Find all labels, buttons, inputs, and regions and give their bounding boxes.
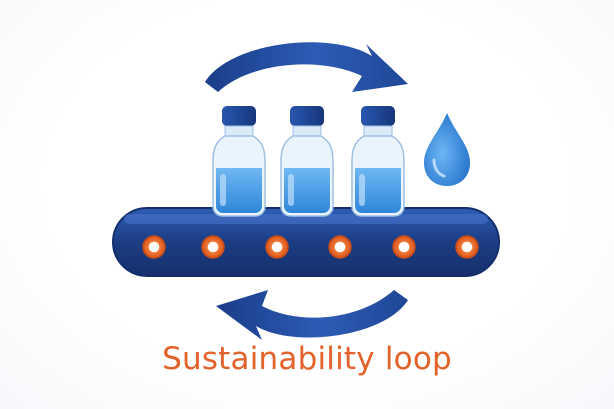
bottle-icon	[212, 106, 266, 217]
bottle-icon	[280, 106, 334, 217]
water-droplet-icon	[424, 113, 470, 186]
conveyor-belt-icon	[112, 207, 500, 277]
bottle-icon	[351, 106, 405, 217]
conveyor-rollers	[142, 235, 479, 259]
cycle-arrow-left-icon	[216, 290, 408, 340]
caption-title: Sustainability loop	[162, 341, 452, 377]
cycle-arrow-right-icon	[205, 42, 408, 92]
